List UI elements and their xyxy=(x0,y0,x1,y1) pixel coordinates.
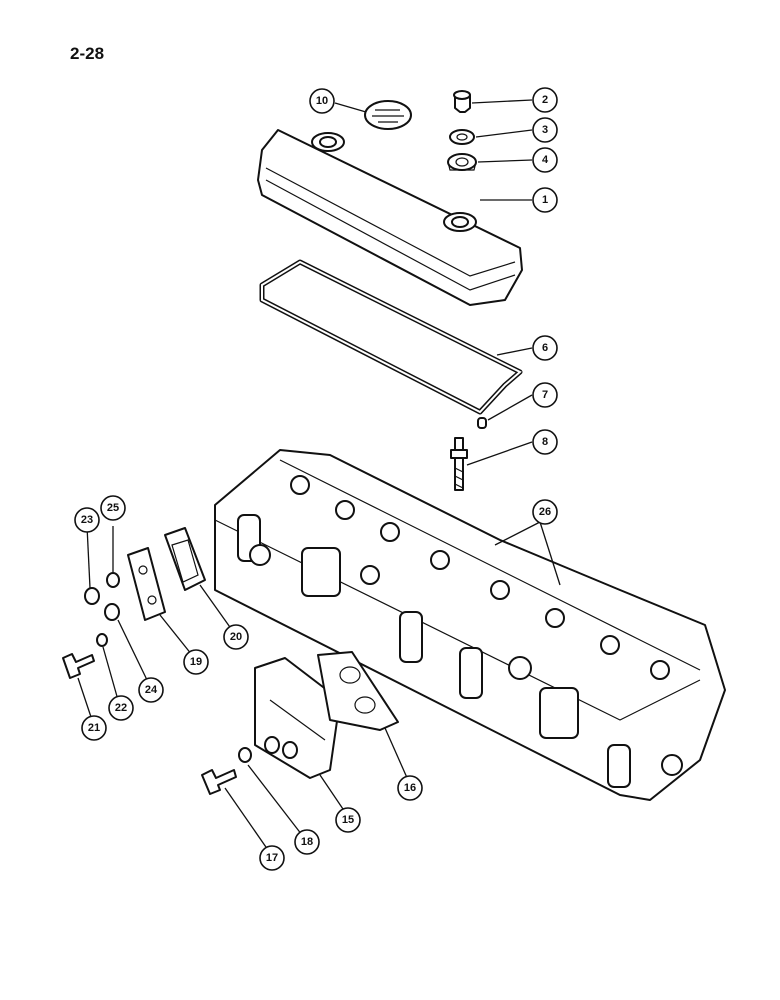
plug-bolt xyxy=(104,603,120,621)
callout-22: 22 xyxy=(108,695,134,721)
callout-1: 1 xyxy=(532,187,558,213)
grommet xyxy=(477,417,487,429)
svg-text:25: 25 xyxy=(107,502,119,514)
callout-7: 7 xyxy=(532,382,558,408)
callout-18: 18 xyxy=(294,829,320,855)
svg-text:19: 19 xyxy=(190,656,202,668)
svg-text:4: 4 xyxy=(542,154,549,166)
callout-4: 4 xyxy=(532,147,558,173)
cover-plate xyxy=(127,547,166,621)
cylinder-head xyxy=(214,449,726,801)
valve-cover xyxy=(257,129,523,306)
cover-plate-gasket xyxy=(164,527,206,591)
svg-text:17: 17 xyxy=(266,852,278,864)
page-number: 2-28 xyxy=(70,44,105,63)
svg-text:26: 26 xyxy=(539,506,551,518)
svg-text:22: 22 xyxy=(115,702,127,714)
callout-15: 15 xyxy=(335,807,361,833)
callout-20: 20 xyxy=(223,624,249,650)
callout-23: 23 xyxy=(74,507,100,533)
callout-16: 16 xyxy=(397,775,423,801)
callout-26: 26 xyxy=(532,499,558,525)
callout-24: 24 xyxy=(138,677,164,703)
svg-text:18: 18 xyxy=(301,836,313,848)
filler-plug xyxy=(453,90,471,113)
svg-text:21: 21 xyxy=(88,722,100,734)
svg-text:2: 2 xyxy=(542,94,548,106)
svg-text:20: 20 xyxy=(230,631,242,643)
svg-text:1: 1 xyxy=(542,194,548,206)
svg-text:6: 6 xyxy=(542,342,548,354)
decal xyxy=(364,100,412,130)
svg-text:23: 23 xyxy=(81,514,93,526)
svg-text:16: 16 xyxy=(404,782,416,794)
callout-25: 25 xyxy=(100,495,126,521)
callout-21: 21 xyxy=(81,715,107,741)
housing-bolt xyxy=(201,769,237,795)
svg-text:7: 7 xyxy=(542,389,548,401)
svg-text:10: 10 xyxy=(316,95,328,107)
callout-3: 3 xyxy=(532,117,558,143)
svg-text:8: 8 xyxy=(542,436,548,448)
seal-washer xyxy=(449,129,475,145)
callout-8: 8 xyxy=(532,429,558,455)
callout-2: 2 xyxy=(532,87,558,113)
callout-19: 19 xyxy=(183,649,209,675)
plug-washer xyxy=(106,572,120,588)
stud xyxy=(450,437,468,491)
outlet-housing xyxy=(254,657,341,779)
leader-lines xyxy=(77,99,561,851)
outlet-gasket xyxy=(317,651,399,731)
washer xyxy=(96,633,108,647)
callout-10: 10 xyxy=(309,88,335,114)
svg-text:3: 3 xyxy=(542,124,548,136)
plug xyxy=(84,587,100,605)
valve-cover-gasket xyxy=(259,259,523,415)
cap-screw xyxy=(62,653,95,679)
filler-adapter xyxy=(447,153,477,171)
housing-washer xyxy=(238,747,252,763)
svg-text:24: 24 xyxy=(145,684,158,696)
callout-17: 17 xyxy=(259,845,285,871)
callout-6: 6 xyxy=(532,335,558,361)
svg-text:15: 15 xyxy=(342,814,354,826)
